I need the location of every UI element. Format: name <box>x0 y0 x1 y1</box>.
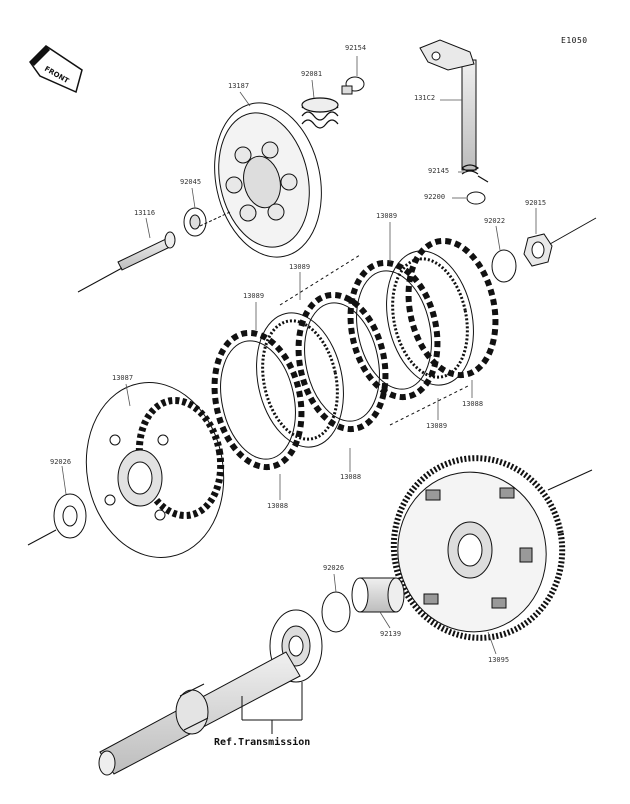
bolt-92154 <box>341 76 365 95</box>
part-label-92022[interactable]: 92022 <box>484 217 506 225</box>
part-label-13089-a[interactable]: 13089 <box>376 212 398 220</box>
clutch-hub <box>85 382 225 558</box>
nut-92015 <box>523 217 597 267</box>
part-label-92045[interactable]: 92045 <box>180 178 202 186</box>
clutch-housing <box>390 455 593 641</box>
part-label-13187[interactable]: 13187 <box>228 82 250 90</box>
push-lever <box>419 39 477 171</box>
washer-92022 <box>491 249 517 283</box>
transmission-shaft <box>98 651 301 776</box>
clutch-spring <box>301 97 339 129</box>
part-label-92154[interactable]: 92154 <box>345 44 367 52</box>
part-label-131c2[interactable]: 131C2 <box>414 94 436 102</box>
part-label-92026-a[interactable]: 92026 <box>50 458 72 466</box>
front-arrow-icon: FRONT <box>29 45 83 94</box>
part-label-13087[interactable]: 13087 <box>112 374 134 382</box>
part-label-13088-a[interactable]: 13088 <box>462 400 484 408</box>
part-label-13095[interactable]: 13095 <box>488 656 510 664</box>
part-label-92081[interactable]: 92081 <box>301 70 323 78</box>
part-label-92200[interactable]: 92200 <box>424 193 446 201</box>
part-label-13088-b[interactable]: 13088 <box>340 473 362 481</box>
ref-transmission-label: Ref.Transmission <box>214 737 311 748</box>
part-label-13116[interactable]: 13116 <box>134 209 156 217</box>
part-label-92026-b[interactable]: 92026 <box>323 564 345 572</box>
washer-92200 <box>466 191 486 205</box>
part-label-13088-c[interactable]: 13088 <box>267 502 289 510</box>
part-label-92145[interactable]: 92145 <box>428 167 450 175</box>
push-rod <box>77 211 231 293</box>
part-label-13089-b[interactable]: 13089 <box>289 263 311 271</box>
leader-lines <box>61 56 537 655</box>
thrust-washer <box>27 493 87 546</box>
part-label-13089-c[interactable]: 13089 <box>243 292 265 300</box>
pressure-plate <box>214 102 322 258</box>
part-label-92015[interactable]: 92015 <box>525 199 547 207</box>
clutch-plates <box>211 237 499 471</box>
lever-spring <box>461 164 489 183</box>
diagram-code: E1050 <box>561 36 588 45</box>
part-label-13089-d[interactable]: 13089 <box>426 422 448 430</box>
bearing-92045 <box>183 207 207 237</box>
collar-92139 <box>351 577 405 613</box>
spacer-92026 <box>321 591 351 633</box>
ref-bracket <box>241 682 303 734</box>
part-label-92139[interactable]: 92139 <box>380 630 402 638</box>
